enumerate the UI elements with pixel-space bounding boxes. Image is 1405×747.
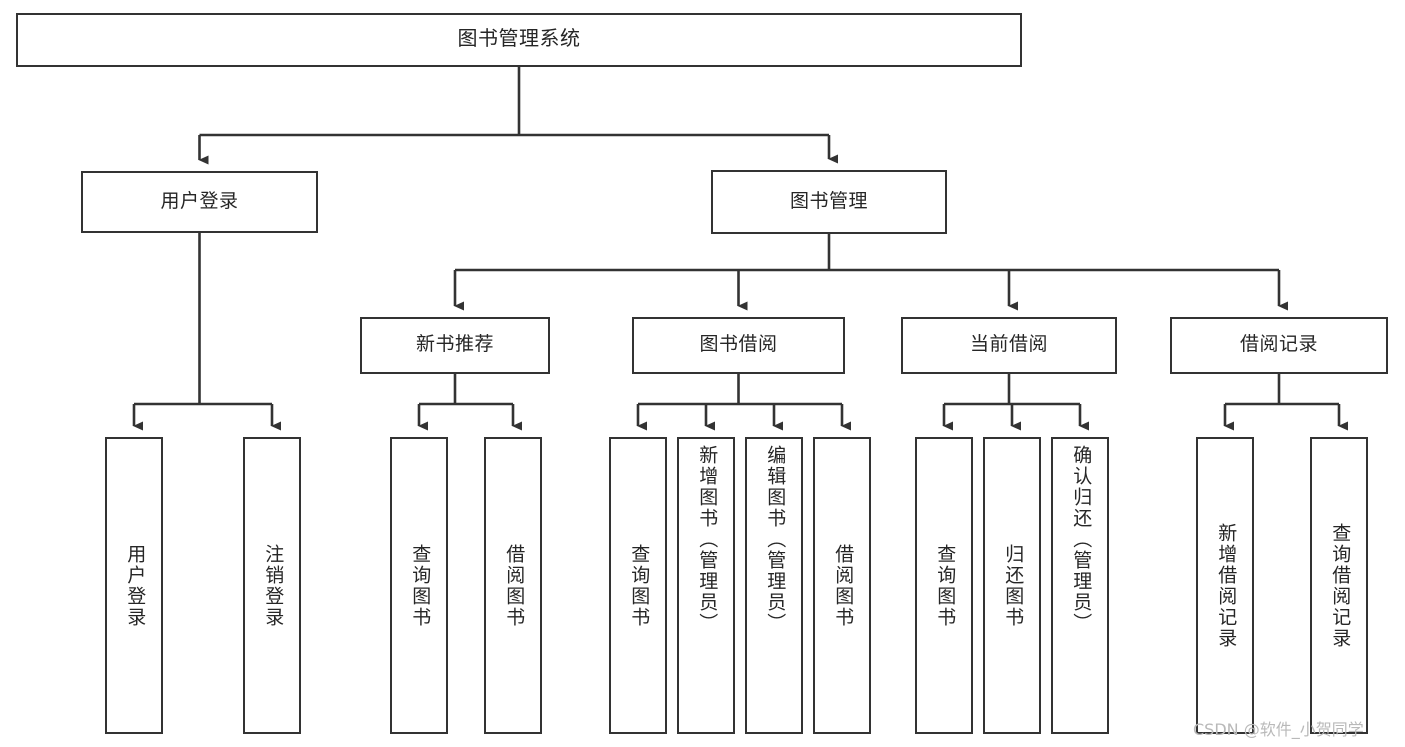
node-label-leaf-add-book: 新增图书（管理员） — [696, 445, 718, 634]
node-leaf-user-logout[interactable]: 注销登录 — [243, 437, 301, 734]
node-label-user-login: 用户登录 — [160, 190, 239, 212]
node-label-book-borrow: 图书借阅 — [699, 334, 778, 356]
node-label-new-book-recommend: 新书推荐 — [415, 334, 494, 356]
node-label-leaf-confirm-return: 确认归还（管理员） — [1070, 445, 1092, 634]
node-borrow-record[interactable]: 借阅记录 — [1170, 317, 1388, 374]
node-leaf-confirm-return[interactable]: 确认归还（管理员） — [1051, 437, 1109, 734]
node-label-leaf-query-borrow-record: 查询借阅记录 — [1329, 522, 1351, 649]
node-label-leaf-query-book-3: 查询图书 — [934, 543, 956, 628]
node-leaf-borrow-book-1[interactable]: 借阅图书 — [484, 437, 542, 734]
node-leaf-user-login[interactable]: 用户登录 — [105, 437, 163, 734]
node-leaf-query-book-3[interactable]: 查询图书 — [915, 437, 973, 734]
node-label-leaf-return-book: 归还图书 — [1002, 543, 1024, 628]
node-label-leaf-borrow-book-1: 借阅图书 — [503, 543, 525, 628]
node-label-book-manage: 图书管理 — [789, 190, 868, 212]
node-label-leaf-edit-book: 编辑图书（管理员） — [764, 445, 786, 634]
node-label-leaf-borrow-book-2: 借阅图书 — [832, 543, 854, 628]
node-user-login[interactable]: 用户登录 — [81, 171, 318, 233]
node-leaf-add-book[interactable]: 新增图书（管理员） — [677, 437, 735, 734]
node-book-borrow[interactable]: 图书借阅 — [632, 317, 845, 374]
node-leaf-return-book[interactable]: 归还图书 — [983, 437, 1041, 734]
node-leaf-query-book-1[interactable]: 查询图书 — [390, 437, 448, 734]
node-leaf-query-borrow-record[interactable]: 查询借阅记录 — [1310, 437, 1368, 734]
node-new-book-recommend[interactable]: 新书推荐 — [360, 317, 550, 374]
node-leaf-add-borrow-record[interactable]: 新增借阅记录 — [1196, 437, 1254, 734]
watermark-label: CSDN @软件_小贺同学 — [1193, 720, 1364, 739]
node-label-leaf-add-borrow-record: 新增借阅记录 — [1215, 522, 1237, 649]
node-label-leaf-user-logout: 注销登录 — [262, 543, 284, 628]
node-label-root: 图书管理系统 — [457, 28, 581, 51]
node-root[interactable]: 图书管理系统 — [16, 13, 1022, 67]
node-label-leaf-query-book-2: 查询图书 — [628, 543, 650, 628]
node-label-borrow-record: 借阅记录 — [1239, 334, 1318, 356]
node-label-current-borrow: 当前借阅 — [969, 334, 1048, 356]
node-label-leaf-user-login: 用户登录 — [124, 543, 146, 628]
node-leaf-query-book-2[interactable]: 查询图书 — [609, 437, 667, 734]
node-label-leaf-query-book-1: 查询图书 — [409, 543, 431, 628]
node-leaf-borrow-book-2[interactable]: 借阅图书 — [813, 437, 871, 734]
node-current-borrow[interactable]: 当前借阅 — [901, 317, 1117, 374]
node-leaf-edit-book[interactable]: 编辑图书（管理员） — [745, 437, 803, 734]
node-book-manage[interactable]: 图书管理 — [711, 170, 947, 234]
